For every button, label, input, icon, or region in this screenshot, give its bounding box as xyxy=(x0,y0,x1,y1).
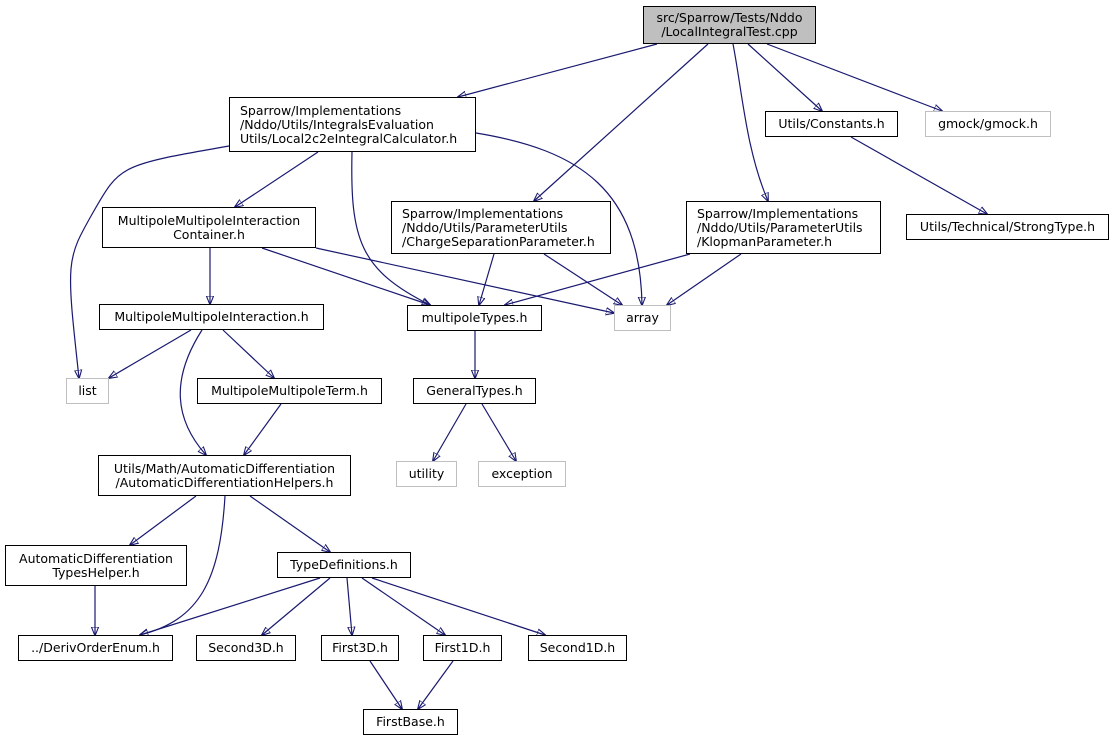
node-adhelpers[interactable]: Utils/Math/AutomaticDifferentiation/Auto… xyxy=(98,455,351,496)
node-label-line: gmock/gmock.h xyxy=(938,116,1038,131)
edge-root-to-gmock xyxy=(766,43,942,111)
node-typedefs[interactable]: TypeDefinitions.h xyxy=(277,552,411,578)
node-label-line: First3D.h xyxy=(332,640,388,655)
node-label-line: Second1D.h xyxy=(539,640,616,655)
node-mmterm[interactable]: MultipoleMultipoleTerm.h xyxy=(197,378,382,404)
node-label-line: /KlopmanParameter.h xyxy=(697,233,833,249)
node-label-line: /Nddo/Utils/IntegralsEvaluation xyxy=(240,116,434,132)
node-label-line: Sparrow/Implementations xyxy=(240,102,402,118)
node-derivorder[interactable]: ../DerivOrderEnum.h xyxy=(18,635,173,661)
node-first1d[interactable]: First1D.h xyxy=(423,635,502,661)
node-list[interactable]: list xyxy=(66,378,109,404)
edge-mmicontainer-to-multipoletypes xyxy=(261,247,430,305)
node-second1d[interactable]: Second1D.h xyxy=(528,635,627,661)
node-label-line: First1D.h xyxy=(434,640,491,655)
node-strongtype[interactable]: Utils/Technical/StrongType.h xyxy=(906,214,1109,240)
edge-mmi-to-list xyxy=(109,329,192,378)
node-label-line: GeneralTypes.h xyxy=(426,383,523,398)
edge-constants-to-strongtype xyxy=(850,136,987,214)
node-label-line: Utils/Constants.h xyxy=(778,116,885,131)
node-root[interactable]: src/Sparrow/Tests/Nddo/LocalIntegralTest… xyxy=(643,6,816,44)
node-label-line: MultipoleMultipoleInteraction xyxy=(117,212,301,228)
node-label-line: Sparrow/Implementations xyxy=(697,205,859,221)
edge-chargesep-to-multipoletypes xyxy=(479,253,495,305)
edge-klopman-to-multipoletypes xyxy=(505,253,691,305)
edge-local2c2e-to-array xyxy=(475,132,642,305)
node-chargesep[interactable]: Sparrow/Implementations/Nddo/Utils/Param… xyxy=(391,201,611,254)
edge-klopman-to-array xyxy=(667,253,742,305)
node-array[interactable]: array xyxy=(614,305,671,331)
node-label-line: /LocalIntegralTest.cpp xyxy=(661,24,798,39)
edge-typedefs-to-second1d xyxy=(371,577,545,635)
edge-mmi-to-mmterm xyxy=(222,329,274,378)
node-second3d[interactable]: Second3D.h xyxy=(196,635,296,661)
node-local2c2e[interactable]: Sparrow/Implementations/Nddo/Utils/Integ… xyxy=(229,97,476,152)
node-label-line: Container.h xyxy=(173,226,245,242)
node-klopman[interactable]: Sparrow/Implementations/Nddo/Utils/Param… xyxy=(686,201,881,254)
node-label-line: MultipoleMultipoleInteraction.h xyxy=(114,309,309,324)
node-label-line: Sparrow/Implementations xyxy=(402,205,564,221)
node-mmi[interactable]: MultipoleMultipoleInteraction.h xyxy=(99,304,324,330)
node-label-line: /AutomaticDifferentiationHelpers.h xyxy=(115,474,334,490)
node-label-line: Second3D.h xyxy=(208,640,284,655)
node-label-line: /Nddo/Utils/ParameterUtils xyxy=(402,219,568,235)
edge-root-to-constants xyxy=(747,43,822,111)
node-label-line: utility xyxy=(408,466,445,481)
node-label-line: TypeDefinitions.h xyxy=(290,557,398,572)
node-generaltypes[interactable]: GeneralTypes.h xyxy=(413,378,536,404)
node-label-line: list xyxy=(78,383,97,398)
node-constants[interactable]: Utils/Constants.h xyxy=(765,111,898,137)
node-label-line: AutomaticDifferentiation xyxy=(19,550,173,566)
edge-local2c2e-to-list xyxy=(69,145,230,378)
edge-typedefs-to-derivorder xyxy=(140,577,321,635)
node-gmock[interactable]: gmock/gmock.h xyxy=(925,111,1051,137)
edge-typedefs-to-first1d xyxy=(361,577,445,635)
node-label-line: /Nddo/Utils/ParameterUtils xyxy=(697,219,863,235)
node-label-line: Utils/Math/AutomaticDifferentiation xyxy=(113,460,336,476)
edge-adhelpers-to-typedefs xyxy=(249,495,330,552)
edge-chargesep-to-array xyxy=(543,253,622,305)
edge-mmi-to-adhelpers xyxy=(179,329,206,455)
node-label-line: TypesHelper.h xyxy=(52,564,140,580)
node-label-line: MultipoleMultipoleTerm.h xyxy=(211,383,368,398)
edge-local2c2e-to-mmicontainer xyxy=(235,151,319,207)
edge-mmicontainer-to-array xyxy=(315,247,614,313)
node-label-line: array xyxy=(626,310,659,325)
node-label-line: exception xyxy=(491,466,553,481)
node-label-line: multipoleTypes.h xyxy=(421,310,528,325)
node-label-line: FirstBase.h xyxy=(376,714,445,729)
edge-mmterm-to-adhelpers xyxy=(244,403,282,455)
edge-typedefs-to-second3d xyxy=(262,577,331,635)
node-utility[interactable]: utility xyxy=(396,461,457,487)
node-label-line: Utils/Local2c2eIntegralCalculator.h xyxy=(240,130,458,146)
edge-generaltypes-to-exception xyxy=(481,403,516,461)
node-label-line: /ChargeSeparationParameter.h xyxy=(402,233,595,249)
edge-adhelpers-to-adtypeshelper xyxy=(130,495,197,545)
node-label-line: ../DerivOrderEnum.h xyxy=(31,640,160,655)
edge-first1d-to-firstbase xyxy=(418,660,454,709)
node-label-line: Utils/Technical/StrongType.h xyxy=(919,219,1096,234)
edge-local2c2e-to-multipoletypes xyxy=(351,151,430,305)
node-exception[interactable]: exception xyxy=(478,461,566,487)
node-multipoletypes[interactable]: multipoleTypes.h xyxy=(407,305,542,331)
node-firstbase[interactable]: FirstBase.h xyxy=(363,709,458,735)
node-label-line: src/Sparrow/Tests/Nddo xyxy=(656,10,803,25)
edge-generaltypes-to-utility xyxy=(433,403,467,461)
edge-first3d-to-firstbase xyxy=(369,660,402,709)
edge-root-to-klopman xyxy=(732,43,768,201)
node-first3d[interactable]: First3D.h xyxy=(321,635,399,661)
edge-root-to-local2c2e xyxy=(458,43,658,97)
edge-root-to-chargesep xyxy=(534,43,709,201)
edge-typedefs-to-first3d xyxy=(346,577,352,635)
